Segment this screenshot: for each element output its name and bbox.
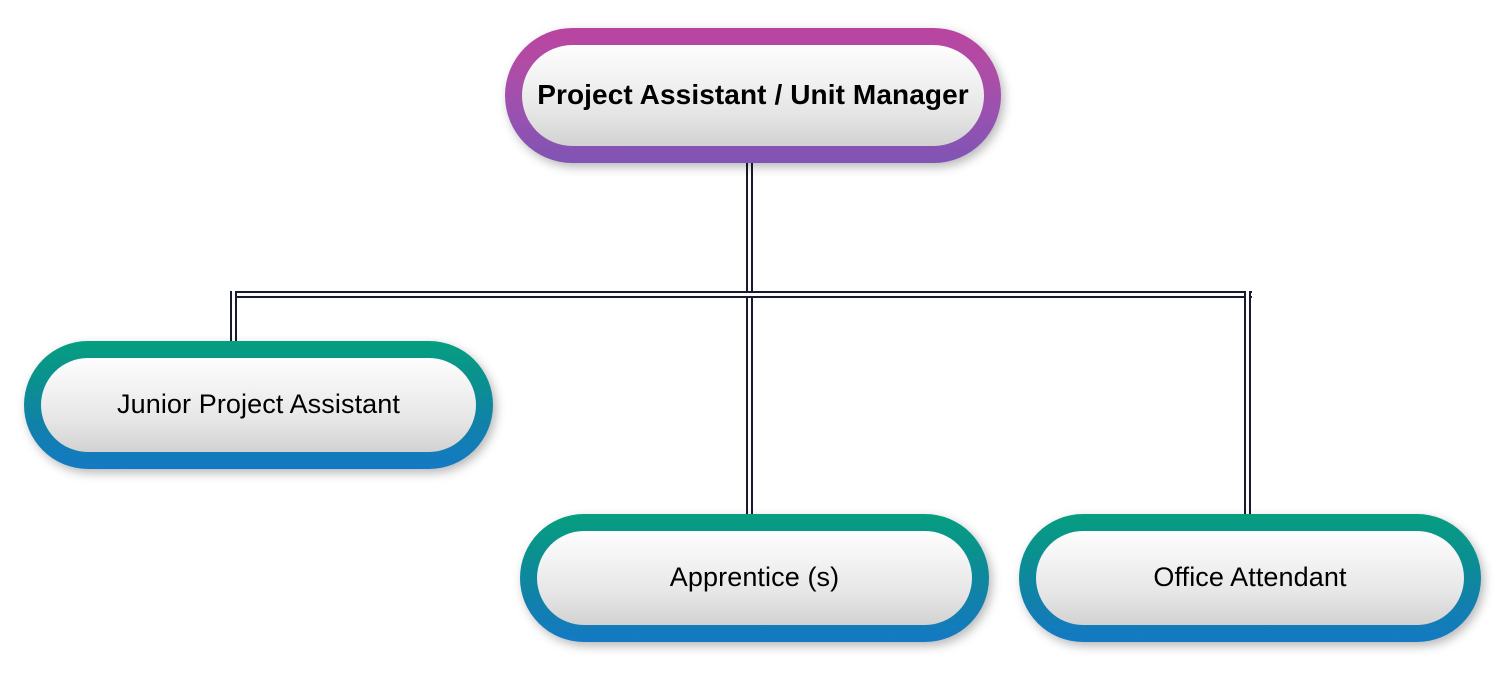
connector-bus-to-office-attendant <box>1244 291 1252 514</box>
node-junior-project-assistant[interactable]: Junior Project Assistant <box>24 341 493 469</box>
node-inner-surface: Office Attendant <box>1036 531 1464 625</box>
node-label-office-attendant: Office Attendant <box>1153 562 1347 593</box>
node-label-apprentice: Apprentice (s) <box>669 562 840 593</box>
node-inner-surface: Junior Project Assistant <box>41 358 476 452</box>
connector-horizontal-bus <box>230 291 1252 299</box>
connector-bus-to-junior-project-assistant <box>230 291 238 342</box>
node-label-junior-project-assistant: Junior Project Assistant <box>116 389 401 420</box>
node-inner-surface: Project Assistant / Unit Manager <box>522 45 984 146</box>
node-inner-surface: Apprentice (s) <box>537 531 972 625</box>
node-project-assistant-unit-manager[interactable]: Project Assistant / Unit Manager <box>505 28 1001 163</box>
connector-root-to-apprentice-vertical <box>746 160 754 514</box>
node-label-project-assistant-unit-manager: Project Assistant / Unit Manager <box>537 79 969 111</box>
node-office-attendant[interactable]: Office Attendant <box>1019 514 1481 642</box>
node-apprentice[interactable]: Apprentice (s) <box>520 514 989 642</box>
